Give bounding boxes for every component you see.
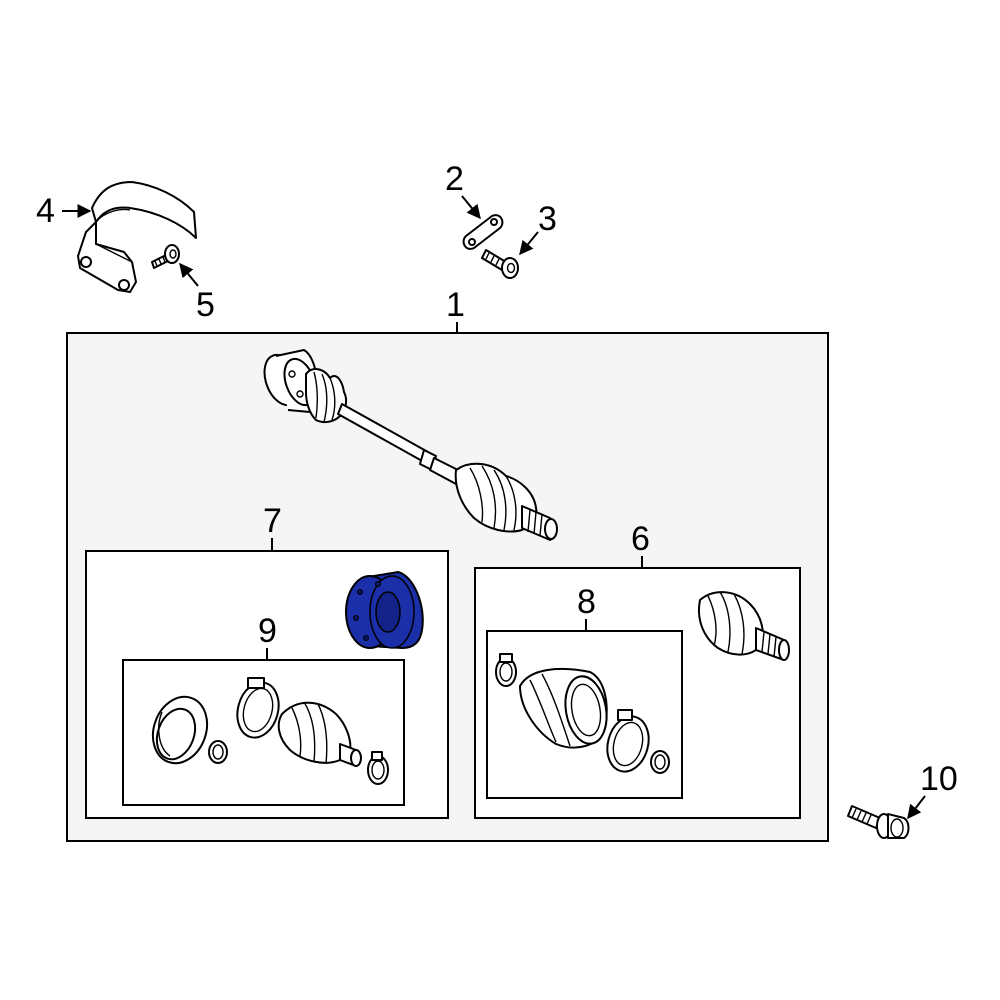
axle-shaft-assembly[interactable] xyxy=(258,349,558,541)
outer-cv-joint-part[interactable] xyxy=(698,591,790,661)
leader-2 xyxy=(461,195,481,220)
flange-bolt-part[interactable] xyxy=(847,805,910,839)
outer-boot-kit-parts[interactable] xyxy=(495,653,670,776)
leader-5 xyxy=(179,262,199,287)
leader-10 xyxy=(907,795,926,820)
callout-3: 3 xyxy=(538,200,557,238)
bracket-plate-part[interactable] xyxy=(462,214,504,250)
callout-4: 4 xyxy=(36,192,55,230)
inner-boot-kit-parts[interactable] xyxy=(144,677,389,785)
bracket-bolt-part[interactable] xyxy=(481,249,519,279)
callout-7: 7 xyxy=(263,502,282,540)
leader-3 xyxy=(519,231,539,256)
callout-6: 6 xyxy=(631,520,650,558)
callout-2: 2 xyxy=(445,160,464,198)
callout-5: 5 xyxy=(196,286,215,324)
shield-bolt-part[interactable] xyxy=(151,244,180,269)
callout-10: 10 xyxy=(920,760,958,798)
heat-shield-part[interactable] xyxy=(77,181,197,293)
callout-1: 1 xyxy=(446,286,465,324)
inner-cv-joint-part-highlighted[interactable] xyxy=(345,570,424,650)
callout-9: 9 xyxy=(258,612,277,650)
callout-8: 8 xyxy=(577,583,596,621)
